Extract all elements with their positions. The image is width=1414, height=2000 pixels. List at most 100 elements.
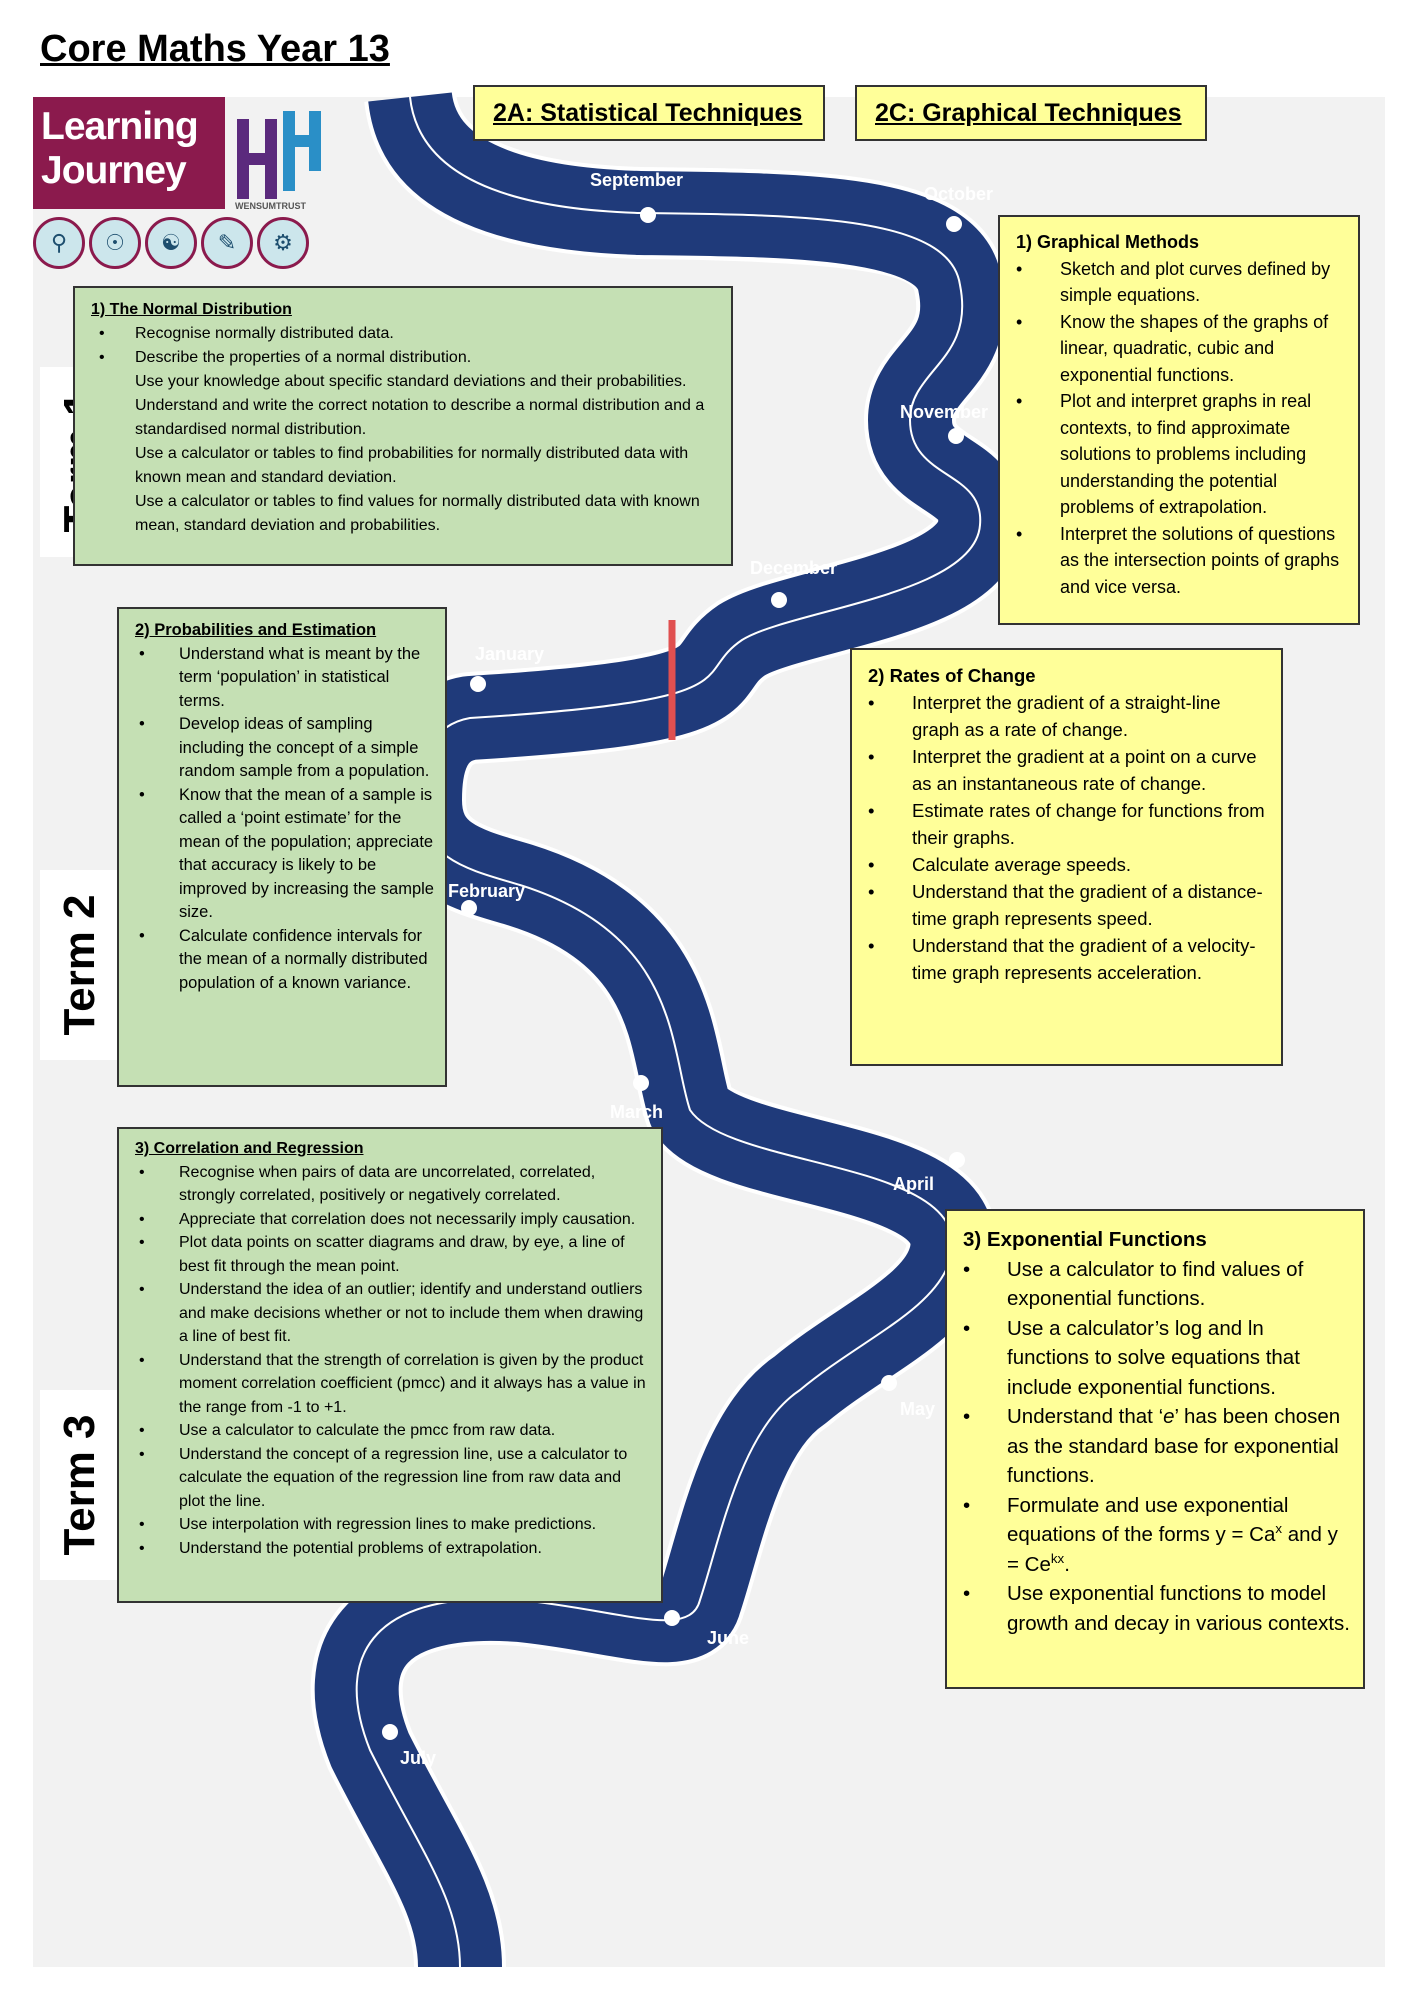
term-2-label: Term 2 [40, 870, 120, 1060]
list-item: •Know that the mean of a sample is calle… [139, 785, 434, 922]
bullet-icon: • [99, 349, 105, 366]
bullet-icon: • [1016, 311, 1023, 332]
month-label-october: October [924, 184, 993, 204]
list-item: •Calculate confidence intervals for the … [139, 926, 428, 992]
list-item: •Use exponential functions to model grow… [963, 1579, 1351, 1638]
bullet-icon: • [868, 746, 875, 767]
rates-of-change-box: 2) Rates of Change •Interpret the gradie… [850, 648, 1283, 1066]
list-item: •Plot data points on scatter diagrams an… [135, 1231, 649, 1278]
list-item: •Use a calculator’s log and ln functions… [963, 1314, 1351, 1403]
value-icons: ⚲ ☉ ☯ ✎ ⚙ [33, 217, 309, 269]
bullet-icon: • [139, 1234, 145, 1251]
list-item: •Use a calculator to calculate the pmcc … [135, 1419, 649, 1443]
list-item: •Formulate and use exponential equations… [963, 1491, 1351, 1580]
month-label-july: July [400, 1748, 436, 1768]
trust-name: WENSUMTRUST [235, 201, 306, 211]
bullet-icon: • [868, 692, 875, 713]
month-markers [382, 207, 965, 1740]
bullet-icon: • [1016, 391, 1023, 411]
month-marker-july [382, 1724, 398, 1740]
bullet-icon: • [1016, 258, 1023, 279]
month-marker-november [948, 428, 964, 444]
month-label-december: December [750, 558, 837, 578]
box-title: 1) The Normal Distribution [91, 301, 292, 318]
bullet-icon: • [139, 1163, 145, 1181]
bullet-icon: • [963, 1405, 971, 1428]
topic-list: •Understand what is meant by the term ‘p… [135, 643, 435, 996]
graphical-methods-box: 1) Graphical Methods •Sketch and plot cu… [998, 215, 1360, 625]
list-item: •Calculate average speeds. [868, 851, 1269, 878]
month-label-november: November [900, 402, 988, 422]
month-label-march: March [610, 1102, 663, 1122]
month-marker-may [881, 1375, 897, 1391]
head-lightbulb-icon: ☉ [89, 217, 141, 269]
bullet-icon: • [868, 800, 875, 821]
bullet-icon: • [963, 1316, 971, 1340]
list-item: •Interpret the solutions of questions as… [1016, 521, 1346, 601]
bullet-icon: • [139, 1539, 145, 1557]
list-item: •Sketch and plot curves defined by simpl… [1016, 256, 1346, 309]
month-marker-january [470, 676, 486, 692]
list-item: •Understand the concept of a regression … [135, 1443, 649, 1514]
list-item: Use a calculator or tables to find proba… [135, 445, 689, 486]
topic-list: •Recognise normally distributed data. •D… [91, 322, 717, 538]
topic-list: •Sketch and plot curves defined by simpl… [1016, 256, 1346, 601]
list-item: •Recognise when pairs of data are uncorr… [135, 1161, 649, 1208]
bullet-icon: • [139, 1351, 145, 1369]
probabilities-estimation-box: 2) Probabilities and Estimation •Underst… [117, 607, 447, 1087]
bullet-icon: • [139, 1516, 145, 1533]
header-statistical-techniques: 2A: Statistical Techniques [473, 85, 825, 141]
logo-line1: Learning [41, 105, 199, 148]
bullet-icon: • [963, 1493, 971, 1517]
correlation-regression-box: 3) Correlation and Regression •Recognise… [117, 1127, 663, 1603]
head-gear-icon: ⚙ [257, 217, 309, 269]
month-marker-april [949, 1152, 965, 1168]
list-item: Understand and write the correct notatio… [135, 397, 705, 438]
list-item: •Use a calculator to find values of expo… [963, 1255, 1351, 1314]
list-item: •Plot and interpret graphs in real conte… [1016, 388, 1346, 521]
certificate-icon: ✎ [201, 217, 253, 269]
topic-list: •Recognise when pairs of data are uncorr… [135, 1161, 649, 1561]
list-item: •Develop ideas of sampling including the… [139, 715, 430, 780]
box-title: 3) Exponential Functions [963, 1228, 1207, 1251]
month-labels: SeptemberOctoberNovemberDecemberJanuaryF… [400, 170, 993, 1768]
box-title: 2) Rates of Change [868, 665, 1036, 686]
list-item: •Know the shapes of the graphs of linear… [1016, 309, 1346, 389]
list-item: •Understand that the gradient of a dista… [868, 878, 1269, 932]
bullet-icon: • [139, 1210, 145, 1228]
box-title: 2) Probabilities and Estimation [135, 621, 377, 639]
list-item: •Interpret the gradient at a point on a … [868, 743, 1269, 797]
topic-list: •Use a calculator to find values of expo… [963, 1255, 1351, 1639]
team-icon: ☯ [145, 217, 197, 269]
month-label-april: April [893, 1174, 934, 1194]
bullet-icon: • [139, 926, 145, 945]
bullet-icon: • [868, 881, 875, 902]
bullet-icon: • [963, 1582, 971, 1605]
list-item: •Use interpolation with regression lines… [135, 1513, 649, 1537]
month-marker-october [946, 216, 962, 232]
logo-line2: Journey [41, 149, 187, 192]
bullet-icon: • [963, 1257, 971, 1281]
month-label-february: February [448, 881, 525, 901]
month-label-june: June [707, 1628, 749, 1648]
month-marker-february [461, 900, 477, 916]
list-item: •Understand that the gradient of a veloc… [868, 932, 1269, 986]
page-title: Core Maths Year 13 [40, 28, 390, 70]
bullet-icon: • [139, 785, 145, 804]
exponential-functions-box: 3) Exponential Functions •Use a calculat… [945, 1209, 1365, 1689]
month-marker-september [640, 207, 656, 223]
magnifier-icon: ⚲ [33, 217, 85, 269]
normal-distribution-box: 1) The Normal Distribution •Recognise no… [73, 286, 733, 566]
road-centre-line [355, 96, 982, 1968]
list-item: Use your knowledge about specific standa… [135, 373, 687, 390]
month-label-september: September [590, 170, 683, 190]
month-marker-march [633, 1075, 649, 1091]
box-title: 3) Correlation and Regression [135, 1140, 364, 1157]
month-marker-june [664, 1610, 680, 1626]
list-item: •Understand the potential problems of ex… [135, 1537, 649, 1561]
bullet-icon: • [139, 644, 145, 663]
header-graphical-techniques: 2C: Graphical Techniques [855, 85, 1207, 141]
list-item: •Understand the idea of an outlier; iden… [135, 1278, 649, 1349]
list-item: •Describe the properties of a normal dis… [91, 346, 717, 370]
